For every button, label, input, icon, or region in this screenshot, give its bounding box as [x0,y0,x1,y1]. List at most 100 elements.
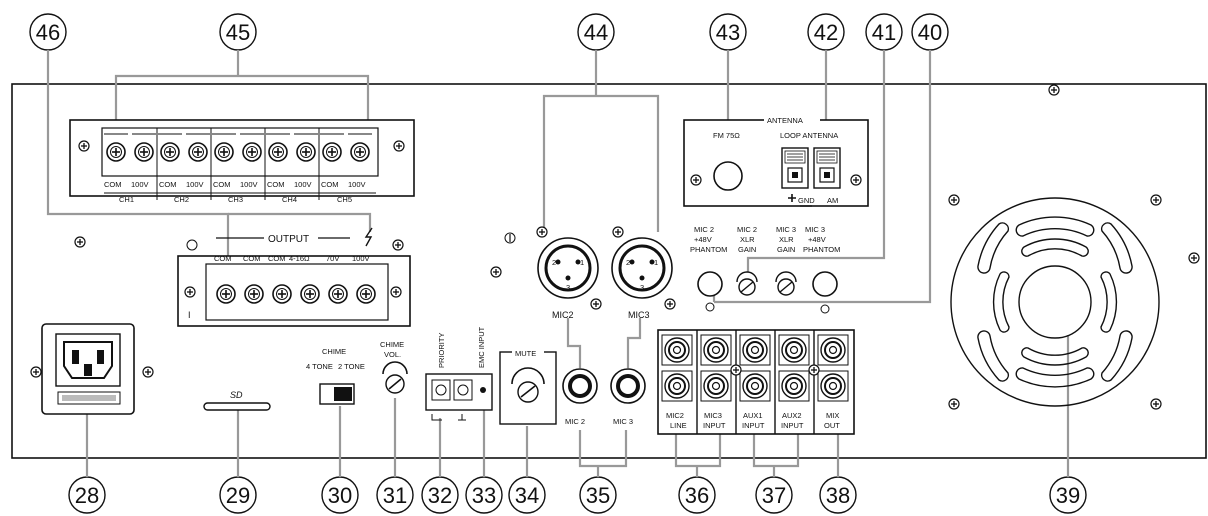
chime-4-tone-label: 4 TONE [306,362,333,371]
chassis-screw-icon [948,194,960,206]
svg-text:43: 43 [716,20,740,45]
callout-41: 41 [865,13,903,51]
mic3-gain-knob [775,271,797,296]
chime-2-tone-label: 2 TONE [338,362,365,371]
svg-text:37: 37 [762,483,786,508]
mute-control: MUTE [499,346,557,425]
output-com-1-label: COM [214,254,232,263]
svg-text:28: 28 [75,483,99,508]
callout-34: 34 [508,476,546,514]
svg-text:32: 32 [428,483,452,508]
svg-text:+48V: +48V [808,235,826,244]
loop-antenna-label: LOOP ANTENNA [780,131,838,140]
svg-text:MIC 3: MIC 3 [776,225,796,234]
chime-volume-knob: CHIME VOL. [380,340,408,394]
ch2-label: CH2 [174,195,189,204]
ch3-label: CH3 [228,195,243,204]
ch3-100v-label: 100V [240,180,258,189]
output-com-2-label: COM [243,254,261,263]
ch5-100v-label: 100V [348,180,366,189]
svg-text:35: 35 [586,483,610,508]
mic3-phantom-switch [812,271,838,314]
output-70v-label: 70V [326,254,339,263]
chime-tone-switch: CHIME 4 TONE 2 TONE [306,347,365,405]
svg-text:31: 31 [383,483,407,508]
svg-text:41: 41 [872,20,896,45]
mix-out-label-1: MIX [826,411,839,420]
mic-control-labels: MIC 2 +48V PHANTOM MIC 2 XLR GAIN MIC 3 … [690,225,840,254]
callout-42: 42 [807,13,845,51]
sd-card-slot: SD [203,390,271,411]
priority-emc-terminal: PRIORITY EMC INPUT [425,326,493,421]
output-terminal-block: OUTPUT COM COM COM 4-16Ω 70V 100V I [177,227,411,327]
chassis-screw-icon [490,266,502,278]
svg-text:3: 3 [640,283,644,292]
svg-text:GAIN: GAIN [777,245,795,254]
output-com-3-label: COM [268,254,286,263]
ch1-label: CH1 [119,195,134,204]
callout-46: 46 [29,13,67,51]
ch2-100v-label: 100V [186,180,204,189]
am-label: AM [827,196,838,205]
ch5-label: CH5 [337,195,352,204]
callout-40: 40 [911,13,949,51]
am-terminal [813,147,841,189]
svg-text:PHANTOM: PHANTOM [803,245,840,254]
antenna-title: ANTENNA [767,116,803,125]
callout-38: 38 [819,476,857,514]
svg-text:CHIME: CHIME [380,340,404,349]
mic2-phantom-switch [697,271,723,312]
aux1-input-label-1: AUX1 [743,411,763,420]
gnd-terminal [781,147,809,189]
callout-33: 33 [465,476,503,514]
svg-text:VOL.: VOL. [384,350,401,359]
ch4-100v-label: 100V [294,180,312,189]
chassis-screw-icon [74,236,86,248]
callout-35: 35 [579,476,617,514]
ch1-100v-label: 100V [131,180,149,189]
svg-text:XLR: XLR [779,235,794,244]
sd-label: SD [230,390,243,400]
callout-36: 36 [678,476,716,514]
svg-text:1: 1 [580,258,584,267]
mic3-jack-label: MIC 3 [613,417,633,426]
fm-75-label: FM 75Ω [713,131,740,140]
chassis-screw-icon [1150,194,1162,206]
svg-text:29: 29 [226,483,250,508]
svg-text:2: 2 [552,258,556,267]
mount-screw-icon [78,140,90,152]
mix-out-label-2: OUT [824,421,840,430]
svg-text:46: 46 [36,20,60,45]
xlr-mic2-input: 2 1 3 MIC2 [536,226,602,320]
svg-text:MIC 3: MIC 3 [805,225,825,234]
mute-label: MUTE [515,349,536,358]
callout-29: 29 [219,476,257,514]
svg-text:42: 42 [814,20,838,45]
svg-text:+48V: +48V [694,235,712,244]
output-100v-label: 100V [352,254,370,263]
gnd-label: GND [798,196,815,205]
callout-32: 32 [421,476,459,514]
mic3-input-label-2: INPUT [703,421,726,430]
aux2-input-label-1: AUX2 [782,411,802,420]
svg-text:GAIN: GAIN [738,245,756,254]
antenna-panel: ANTENNA FM 75Ω LOOP ANTENNA GND AM [683,114,869,207]
svg-text:36: 36 [685,483,709,508]
ch3-com-label: COM [213,180,231,189]
svg-text:30: 30 [328,483,352,508]
xlr-mic2-label: MIC2 [552,310,574,320]
lightning-icon [364,227,373,247]
mic3-input-label-1: MIC3 [704,411,722,420]
ch4-com-label: COM [267,180,285,189]
callout-44: 44 [577,13,615,51]
svg-text:XLR: XLR [740,235,755,244]
svg-text:1: 1 [654,258,658,267]
ground-symbol-icon [788,194,796,202]
zone-terminal-block: COM 100V COM 100V COM 100V COM 100V COM … [69,119,415,204]
callout-31: 31 [376,476,414,514]
mic2-jack: MIC 2 [562,368,598,426]
mic2-line-label-1: MIC2 [666,411,684,420]
callout-45: 45 [219,13,257,51]
rca-input-bank: MIC2 LINE MIC3 INPUT AUX1 INPUT AUX2 INP… [657,329,855,435]
